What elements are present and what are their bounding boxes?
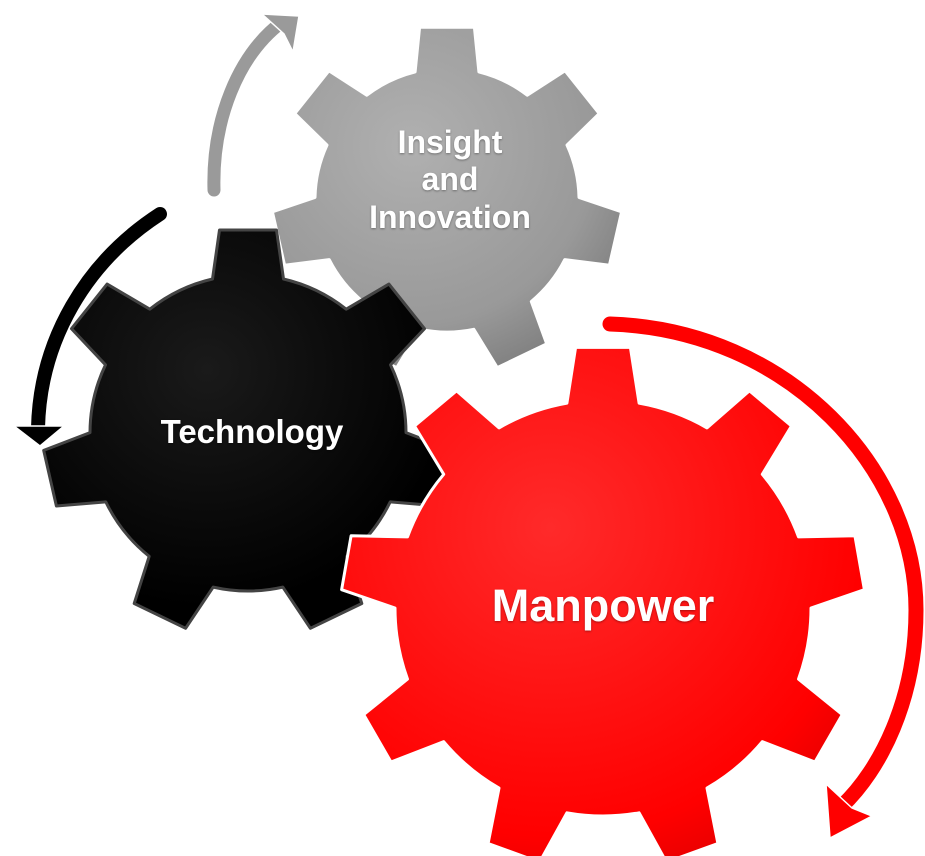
red-arrow-shaft	[602, 316, 924, 814]
red-arrow-head	[825, 782, 874, 840]
black-arrow-shaft	[31, 207, 167, 435]
technology-gear-label: Technology	[130, 413, 374, 452]
insight-gear-label: Insight and Innovation	[340, 124, 560, 236]
grey-arrow-head	[259, 13, 300, 55]
insight-label-line: Innovation	[369, 198, 531, 235]
insight-label-line: and	[421, 161, 479, 198]
insight-gear	[270, 25, 624, 370]
grey-arrow-shaft	[207, 15, 289, 197]
grey-arrow	[207, 13, 300, 197]
manpower-label-line: Manpower	[491, 580, 715, 631]
insight-label-line: Insight	[397, 124, 503, 160]
technology-label-line: Technology	[160, 413, 344, 450]
manpower-gear-label: Manpower	[448, 580, 758, 633]
technology-gear	[42, 228, 454, 630]
black-arrow-head	[11, 425, 67, 447]
manpower-gear	[340, 345, 866, 856]
red-arrow	[602, 316, 924, 840]
black-arrow	[11, 207, 167, 447]
